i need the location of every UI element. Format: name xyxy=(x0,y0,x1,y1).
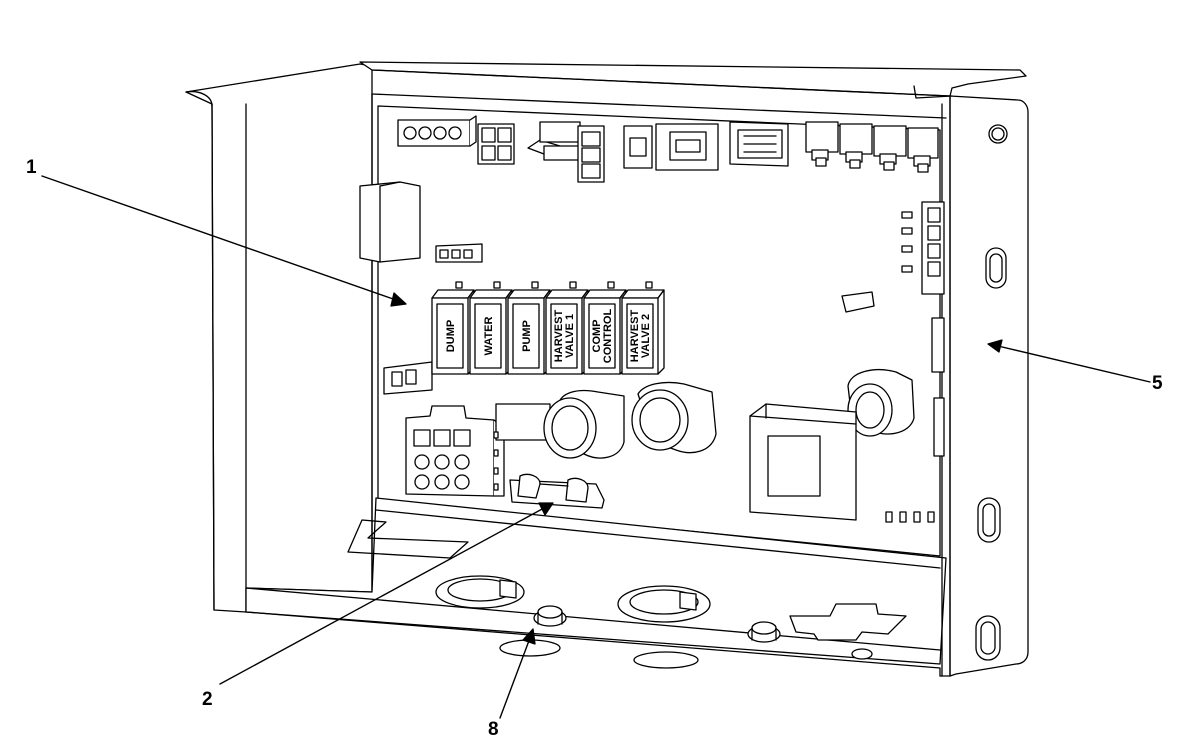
callout-1-label: 1 xyxy=(26,157,37,178)
relay-label: DUMP xyxy=(445,320,457,352)
knockout-cutout xyxy=(789,603,907,641)
callout-leaders xyxy=(41,175,1151,719)
capacitor xyxy=(847,369,915,437)
small-relay xyxy=(805,121,839,153)
mounting-slot xyxy=(985,247,1007,289)
fuse-holder xyxy=(509,473,605,509)
grommet xyxy=(617,585,711,623)
arrowhead-8 xyxy=(522,628,536,645)
mounting-hole xyxy=(988,124,1008,144)
leader-line-1 xyxy=(41,175,397,301)
arrowhead-1 xyxy=(390,292,407,307)
grommet xyxy=(435,575,525,609)
ground-screw xyxy=(747,621,781,643)
relay-dump: DUMP xyxy=(431,281,475,375)
relay-label: HARVESTVALVE 2 xyxy=(629,310,652,363)
arrowhead-2 xyxy=(538,502,554,516)
arrowhead-5 xyxy=(987,339,1003,353)
capacitor xyxy=(631,381,717,454)
relay-harvest-valve-1: HARVESTVALVE 1 xyxy=(545,281,589,375)
board-components xyxy=(359,181,945,523)
mounting-slot xyxy=(977,497,1001,543)
floor-hole xyxy=(851,648,873,660)
leader-line-8 xyxy=(499,637,531,719)
relay-bank: DUMP WATER PUMP HARVESTVALVE 1 COMPCONTROL HA… xyxy=(431,281,665,375)
capacitor xyxy=(543,389,625,459)
relay-label: HARVESTVALVE 1 xyxy=(553,310,576,363)
relay-water: WATER xyxy=(469,281,513,375)
relay-label: WATER xyxy=(483,316,495,355)
small-relay xyxy=(873,125,907,157)
board-block-component xyxy=(359,181,421,263)
floor-slot xyxy=(347,519,469,559)
back-wall-top xyxy=(359,61,1027,97)
small-relay xyxy=(839,123,873,155)
top-connectors xyxy=(397,115,939,183)
relay-label: PUMP xyxy=(521,320,533,352)
mounting-slot xyxy=(975,615,1001,661)
relay-comp-control: COMPCONTROL xyxy=(583,281,627,375)
callout-arrowheads xyxy=(390,292,1003,645)
small-relay xyxy=(907,127,939,159)
leader-line-5 xyxy=(997,345,1151,383)
callout-8-label: 8 xyxy=(488,719,499,740)
right-mounting-flange xyxy=(949,95,1029,677)
relay-label: COMPCONTROL xyxy=(591,309,614,364)
relay-pump: PUMP xyxy=(507,281,551,375)
relay-harvest-valve-2: HARVESTVALVE 2 xyxy=(621,281,665,375)
callout-5-label: 5 xyxy=(1152,373,1163,394)
ground-screw xyxy=(533,605,567,627)
floor-hardware xyxy=(435,575,907,669)
callout-2-label: 2 xyxy=(202,689,213,710)
leader-line-2 xyxy=(219,507,545,685)
molex-9pin xyxy=(405,405,495,497)
